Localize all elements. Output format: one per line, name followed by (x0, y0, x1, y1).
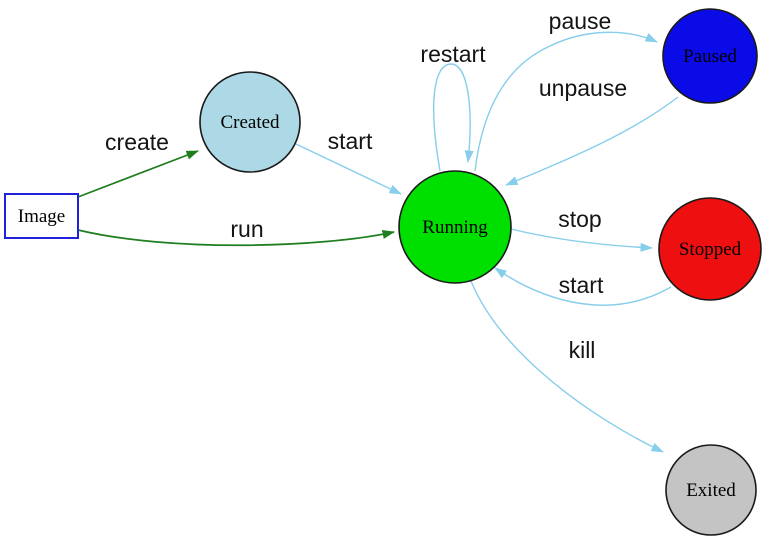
node-created (199, 71, 301, 173)
node-exited (665, 444, 757, 536)
edge-restart (433, 63, 474, 172)
node-paused (662, 8, 758, 104)
edge-pause (474, 31, 658, 172)
node-label-image: Image (18, 206, 65, 227)
edge-run (77, 229, 395, 247)
node-stopped (658, 197, 762, 301)
edge-kill (470, 280, 664, 453)
edge-label-pause: pause (549, 8, 612, 34)
edge-label-create: create (105, 129, 169, 155)
edge-label-stop: stop (558, 206, 601, 232)
edge-stop (510, 228, 653, 252)
node-running (398, 170, 512, 284)
edge-label-kill: kill (569, 337, 596, 363)
edge-label-run: run (230, 216, 263, 242)
edge-start1 (295, 143, 402, 195)
node-image (4, 193, 79, 239)
node-label-running: Running (422, 217, 488, 238)
edge-unpause (505, 96, 679, 186)
edge-label-start1: start (328, 128, 373, 154)
edge-label-restart: restart (420, 41, 486, 67)
node-label-paused: Paused (683, 46, 737, 67)
edge-label-start2: start (559, 272, 604, 298)
node-label-stopped: Stopped (679, 239, 742, 260)
edge-create (77, 150, 199, 198)
edge-start2 (494, 267, 672, 306)
edge-label-unpause: unpause (539, 75, 627, 101)
node-label-created: Created (220, 112, 280, 133)
node-label-exited: Exited (686, 480, 736, 501)
